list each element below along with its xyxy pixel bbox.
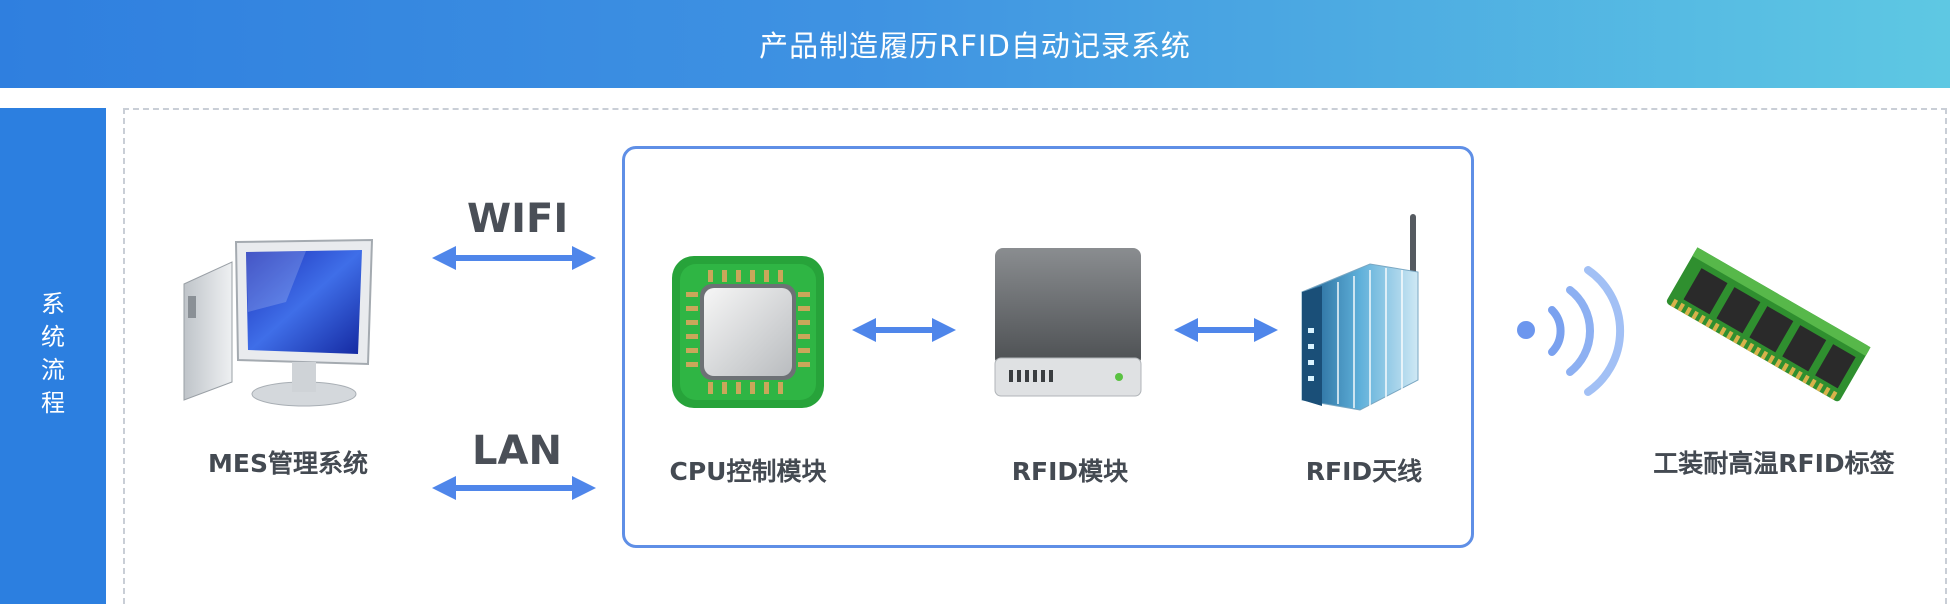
side-tab: [0, 108, 106, 604]
rfid-antenna-label: RFID天线: [1305, 457, 1423, 486]
rfid-module-label: RFID模块: [1011, 457, 1129, 486]
tag-label: 工装耐高温RFID标签: [1653, 449, 1895, 478]
device-group-box: [622, 146, 1474, 548]
memory-tag-icon: [1666, 247, 1871, 402]
cpu-rfid-arrow: [852, 318, 956, 342]
lan-arrow: [432, 476, 596, 500]
wifi-arrow: [432, 246, 596, 270]
mes-label: MES管理系统: [208, 449, 368, 478]
diagram-frame: [123, 108, 1947, 604]
lan-label: LAN: [472, 428, 562, 474]
rfid-antenna-arrow: [1174, 318, 1278, 342]
wireless-signal-icon: [1517, 266, 1625, 396]
computer-icon: [183, 238, 374, 407]
cpu-label: CPU控制模块: [669, 457, 827, 486]
page-title: 产品制造履历RFID自动记录系统: [759, 29, 1191, 63]
wifi-label: WIFI: [467, 196, 569, 242]
side-tab-label: 系统流程: [41, 290, 65, 417]
router-antenna-icon: [1301, 214, 1419, 411]
header-bar: 产品制造履历RFID自动记录系统: [0, 0, 1950, 88]
server-module-icon: [994, 248, 1142, 397]
cpu-chip-icon: [672, 256, 824, 408]
